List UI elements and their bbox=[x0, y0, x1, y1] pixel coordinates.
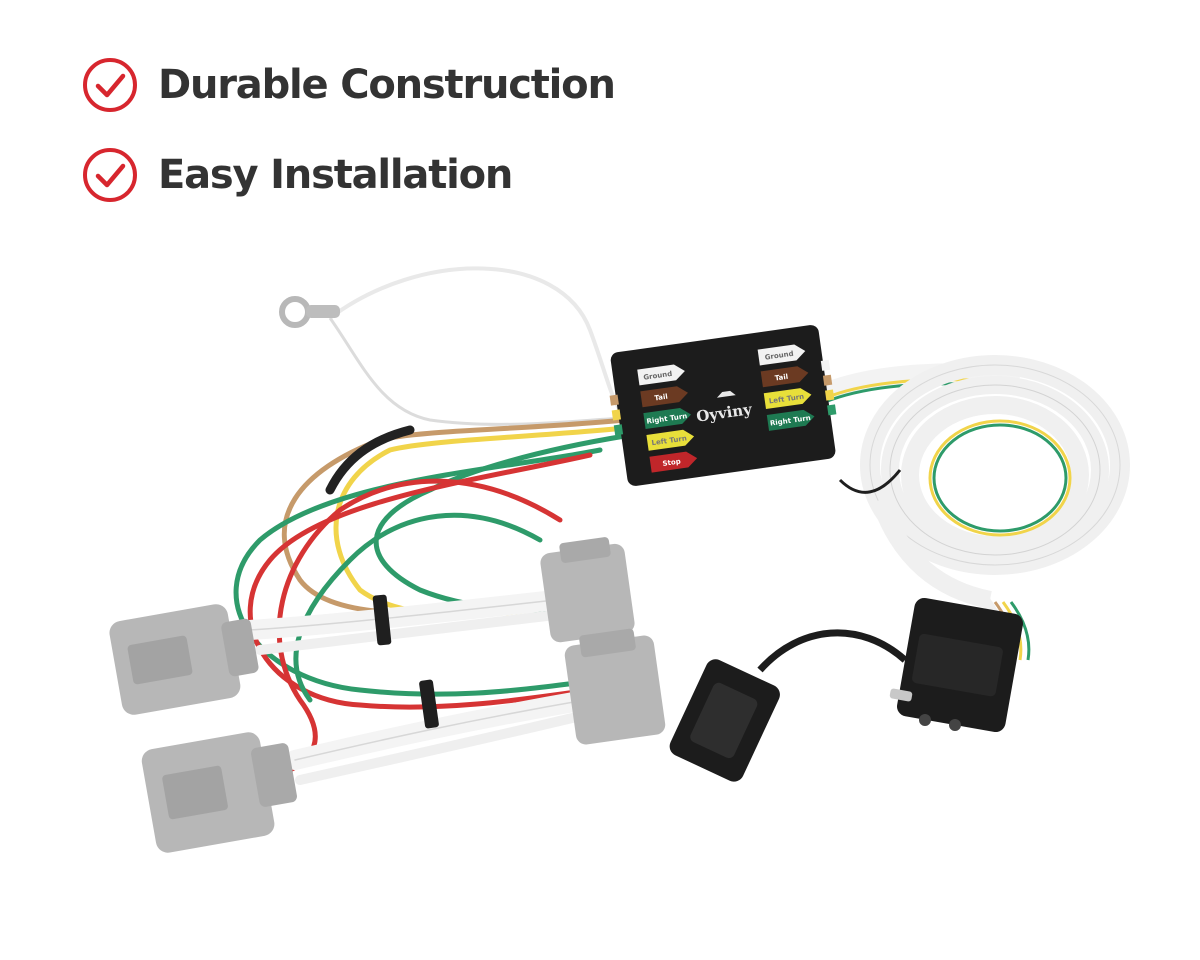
converter-module: Ground Tail Right Turn Left Turn Stop Oy… bbox=[609, 325, 837, 486]
right-label-tail: Tail bbox=[760, 366, 809, 388]
right-label-ground: Ground bbox=[757, 344, 806, 366]
check-circle-icon bbox=[83, 148, 137, 202]
ground-wire bbox=[279, 266, 626, 426]
connector-left-top bbox=[109, 604, 259, 715]
left-label-left-turn: Left Turn bbox=[646, 429, 695, 451]
svg-text:Ground: Ground bbox=[643, 370, 673, 382]
feature-label: Easy Installation bbox=[158, 152, 513, 198]
svg-text:Tail: Tail bbox=[774, 373, 788, 383]
svg-text:Tail: Tail bbox=[654, 393, 668, 403]
right-label-right-turn: Right Turn bbox=[766, 409, 815, 431]
check-circle-icon bbox=[83, 58, 137, 112]
svg-text:Ground: Ground bbox=[764, 350, 794, 362]
connector-right-top bbox=[540, 537, 635, 643]
svg-text:Stop: Stop bbox=[662, 457, 681, 467]
connector-right-bottom bbox=[564, 628, 666, 745]
feature-durable-construction: Durable Construction bbox=[82, 55, 616, 115]
flat-wire-coil bbox=[821, 355, 1130, 662]
left-label-right-turn: Right Turn bbox=[643, 408, 692, 430]
feature-easy-installation: Easy Installation bbox=[82, 145, 513, 205]
left-label-ground: Ground bbox=[637, 364, 685, 386]
coil-tie bbox=[838, 469, 902, 494]
vehicle-connectors bbox=[109, 537, 666, 853]
feature-label: Durable Construction bbox=[158, 62, 616, 108]
connector-left-bottom bbox=[141, 732, 297, 853]
trailer-plug bbox=[669, 597, 1023, 782]
zip-ties bbox=[372, 594, 439, 729]
left-label-tail: Tail bbox=[640, 386, 688, 408]
left-label-stop: Stop bbox=[649, 451, 698, 473]
right-label-left-turn: Left Turn bbox=[763, 388, 812, 410]
car-icon bbox=[716, 390, 736, 398]
